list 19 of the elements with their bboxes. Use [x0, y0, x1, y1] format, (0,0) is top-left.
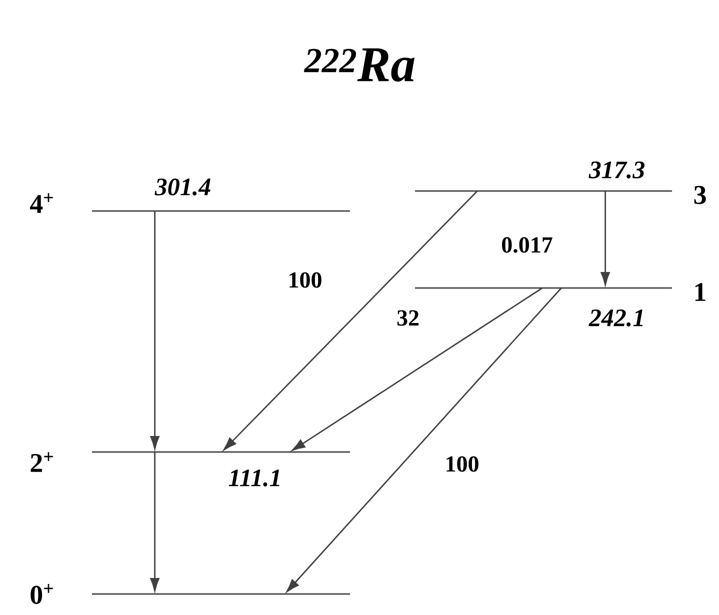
edge-label: 100	[444, 455, 480, 473]
energy-level: 317.3	[415, 162, 672, 192]
spin-label: 0$^{+}$	[30, 584, 53, 604]
spin-label: 4$^{+}$	[30, 193, 53, 213]
title: $^{222}$Ra	[304, 48, 414, 82]
energy-level: 111.1	[92, 451, 350, 486]
arrow	[150, 452, 160, 592]
spin-label: 2$^{+}$	[30, 452, 53, 472]
spin-label: 1	[695, 283, 706, 301]
arrow	[150, 211, 160, 450]
arrow	[292, 287, 543, 451]
edge-label: 0.017	[500, 236, 554, 254]
arrow	[600, 191, 610, 286]
edge-label: 100	[286, 271, 324, 289]
spin-label: 3	[694, 186, 706, 204]
energy-level: 301.4	[92, 178, 350, 212]
arrow	[224, 190, 478, 450]
arrow	[286, 288, 562, 592]
edge-label: 32	[396, 309, 420, 327]
